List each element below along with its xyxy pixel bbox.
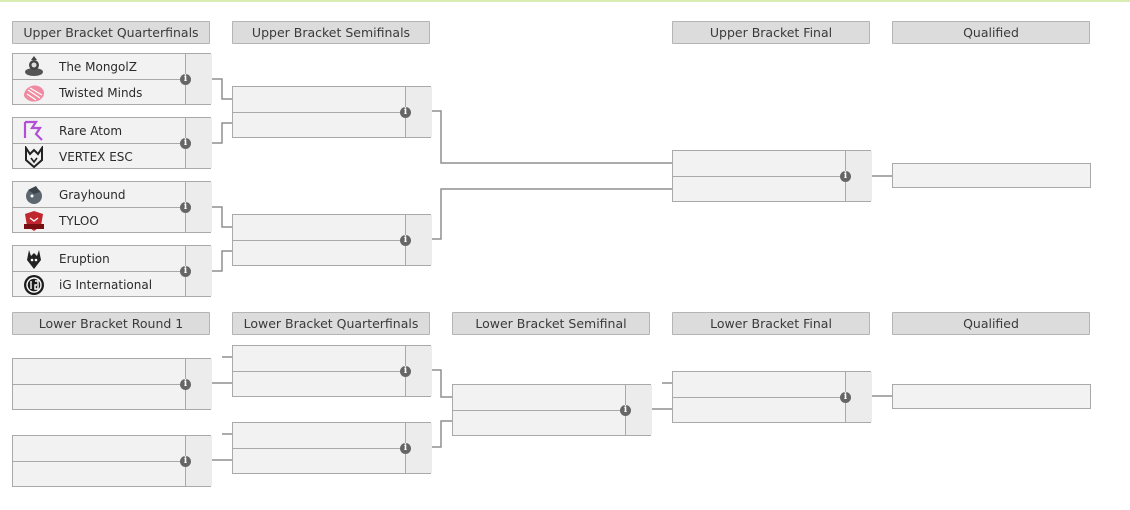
team-slot-eruption[interactable]: Eruption xyxy=(13,246,185,271)
team-slot-mongolz[interactable]: The MongolZ xyxy=(13,54,185,79)
team-slot-grayhound[interactable]: Grayhound xyxy=(13,182,185,207)
match-ub-qf-3[interactable]: Grayhound TYLOO i xyxy=(12,181,212,233)
team-slot-twisted-minds[interactable]: Twisted Minds xyxy=(13,80,185,105)
match-info-icon[interactable]: i xyxy=(840,171,851,182)
match-lb-sf[interactable]: i xyxy=(452,384,652,436)
match-info-icon[interactable]: i xyxy=(180,266,191,277)
header-upper-bracket-final: Upper Bracket Final xyxy=(672,21,870,44)
match-info-icon[interactable]: i xyxy=(180,456,191,467)
team-slot-ig-international[interactable]: iG International xyxy=(13,272,185,297)
match-ub-qf-2[interactable]: Rare Atom VERTEX ESC i xyxy=(12,117,212,169)
match-ub-final[interactable]: i xyxy=(672,150,872,202)
team-name: Grayhound xyxy=(59,187,126,202)
team-name: The MongolZ xyxy=(59,59,137,74)
header-lower-bracket-final: Lower Bracket Final xyxy=(672,312,870,335)
match-info-icon[interactable]: i xyxy=(180,202,191,213)
match-info-icon[interactable]: i xyxy=(180,138,191,149)
header-upper-bracket-quarterfinals: Upper Bracket Quarterfinals xyxy=(12,21,210,44)
match-ub-qf-4[interactable]: Eruption iG International i xyxy=(12,245,212,297)
match-lb-final[interactable]: i xyxy=(672,371,872,423)
match-lb-r1-1[interactable]: i xyxy=(12,358,212,410)
header-lower-bracket-quarterfinals: Lower Bracket Quarterfinals xyxy=(232,312,430,335)
grayhound-logo-icon xyxy=(21,182,47,207)
qualified-slot-upper[interactable] xyxy=(892,163,1091,188)
qualified-slot-lower[interactable] xyxy=(892,384,1091,409)
match-info-icon[interactable]: i xyxy=(620,405,631,416)
team-name: iG International xyxy=(59,277,153,292)
eruption-logo-icon xyxy=(21,246,47,271)
team-name: VERTEX ESC xyxy=(59,149,133,164)
twisted-minds-logo-icon xyxy=(21,80,47,105)
match-info-icon[interactable]: i xyxy=(840,392,851,403)
ig-international-logo-icon xyxy=(21,272,47,297)
match-info-icon[interactable]: i xyxy=(400,443,411,454)
team-name: Twisted Minds xyxy=(59,85,143,100)
team-name: Rare Atom xyxy=(59,123,123,138)
team-slot-vertex-esc[interactable]: VERTEX ESC xyxy=(13,144,185,169)
match-info-icon[interactable]: i xyxy=(180,379,191,390)
header-upper-bracket-semifinals: Upper Bracket Semifinals xyxy=(232,21,430,44)
header-lower-bracket-round-1: Lower Bracket Round 1 xyxy=(12,312,210,335)
tyloo-logo-icon xyxy=(21,208,47,233)
header-lower-bracket-semifinal: Lower Bracket Semifinal xyxy=(452,312,650,335)
match-ub-qf-1[interactable]: The MongolZ Twisted Minds i xyxy=(12,53,212,105)
team-slot-tyloo[interactable]: TYLOO xyxy=(13,208,185,233)
match-info-icon[interactable]: i xyxy=(400,366,411,377)
header-lower-qualified: Qualified xyxy=(892,312,1090,335)
match-info-icon[interactable]: i xyxy=(180,74,191,85)
team-name: TYLOO xyxy=(59,213,99,228)
match-lb-qf-2[interactable]: i xyxy=(232,422,432,474)
match-lb-qf-1[interactable]: i xyxy=(232,345,432,397)
match-ub-sf-1[interactable]: i xyxy=(232,86,432,138)
rare-atom-logo-icon xyxy=(21,118,47,143)
mongolz-logo-icon xyxy=(21,54,47,79)
match-info-icon[interactable]: i xyxy=(400,107,411,118)
match-lb-r1-2[interactable]: i xyxy=(12,435,212,487)
vertex-esc-logo-icon xyxy=(21,144,47,169)
match-ub-sf-2[interactable]: i xyxy=(232,214,432,266)
team-name: Eruption xyxy=(59,251,110,266)
top-accent-bar xyxy=(0,0,1130,2)
header-upper-qualified: Qualified xyxy=(892,21,1090,44)
team-slot-rare-atom[interactable]: Rare Atom xyxy=(13,118,185,143)
match-info-icon[interactable]: i xyxy=(400,235,411,246)
